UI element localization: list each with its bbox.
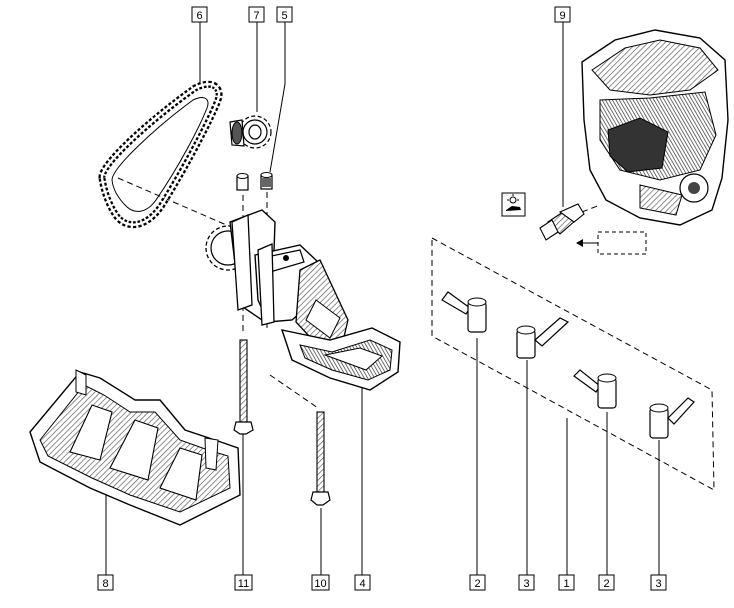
- engine-block: [581, 29, 729, 226]
- svg-text:4: 4: [359, 578, 365, 590]
- callout-11: 11: [234, 574, 253, 591]
- dowel-sleeves: [236, 172, 273, 191]
- svg-text:6: 6: [196, 10, 202, 22]
- callout-3a: 3: [518, 574, 535, 591]
- oil-jet-c: [573, 369, 617, 409]
- oil-pressure-sensor: [539, 203, 585, 241]
- svg-text:3: 3: [523, 578, 529, 590]
- bolt-long: [233, 339, 254, 435]
- svg-text:8: 8: [102, 578, 108, 590]
- callout-2b: 2: [598, 574, 615, 591]
- callout-7: 7: [248, 6, 265, 23]
- oil-baffle: [29, 369, 241, 526]
- timing-chain: [98, 80, 223, 229]
- svg-text:1: 1: [563, 578, 569, 590]
- callout-4: 4: [354, 574, 371, 591]
- svg-text:2: 2: [474, 578, 480, 590]
- oil-jet-a: [441, 291, 487, 333]
- callout-2a: 2: [469, 574, 486, 591]
- svg-text:10: 10: [314, 578, 326, 590]
- kit-dashed-frame: [431, 237, 715, 491]
- oil-jet-b: [516, 317, 570, 359]
- crank-sprocket: [229, 115, 272, 149]
- callout-1: 1: [558, 574, 575, 591]
- svg-text:5: 5: [281, 10, 287, 22]
- reference-arrowhead: [576, 239, 583, 247]
- oil-warning-symbol: [501, 192, 526, 217]
- oil-jet-d: [649, 397, 695, 439]
- reference-box: [597, 231, 647, 255]
- svg-text:2: 2: [603, 578, 609, 590]
- leader-lines: [105, 22, 660, 575]
- callout-3b: 3: [650, 574, 667, 591]
- callout-8: 8: [97, 574, 114, 591]
- svg-text:7: 7: [253, 10, 259, 22]
- svg-text:3: 3: [655, 578, 661, 590]
- callout-10: 10: [311, 574, 330, 591]
- callout-5: 5: [276, 6, 293, 23]
- callout-9: 9: [554, 6, 571, 23]
- bolt-short: [310, 411, 331, 506]
- svg-text:9: 9: [559, 10, 565, 22]
- callout-6: 6: [191, 6, 208, 23]
- svg-text:11: 11: [238, 578, 249, 590]
- oil-pump: [205, 209, 401, 391]
